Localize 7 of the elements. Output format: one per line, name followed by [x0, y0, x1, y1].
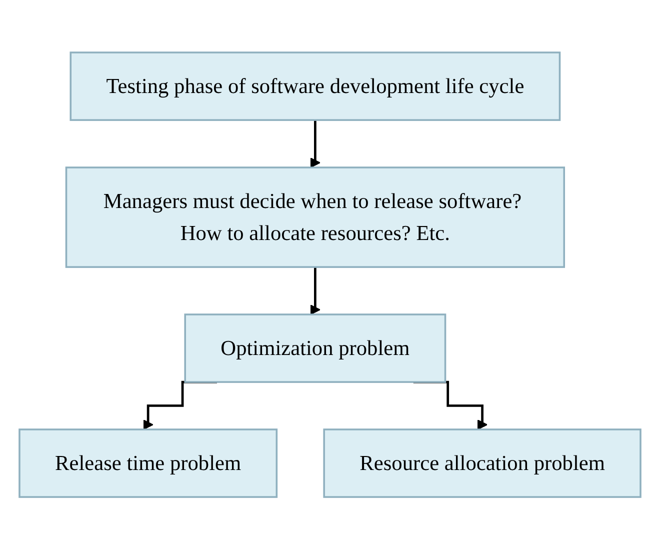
arrow: [310, 266, 320, 316]
node-box: Testing phase of software development life cycle: [70, 52, 561, 122]
node-box: Resource allocation problem: [323, 428, 642, 498]
arrow: [310, 119, 320, 168]
node-box: Optimization problem: [184, 314, 446, 384]
node-box: Release time problem: [18, 428, 278, 498]
node-box: Managers must decide when to release software? How to allocate resources? Etc.: [65, 166, 566, 268]
